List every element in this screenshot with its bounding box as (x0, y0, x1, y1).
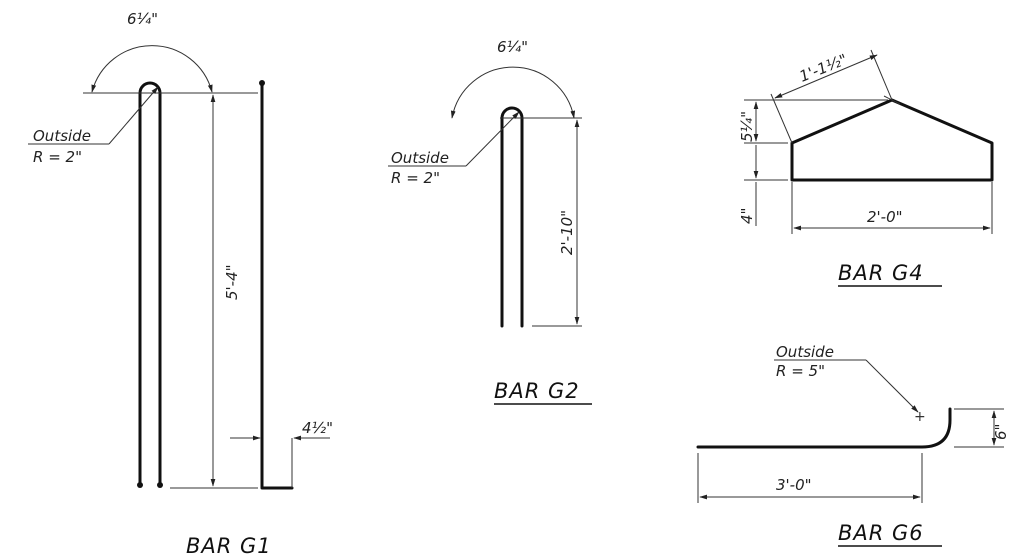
bar-g2-arc-dim (450, 66, 576, 119)
bar-g2-height-label: 2'-10" (558, 210, 576, 255)
bar-g2-title: BAR G2 (494, 379, 580, 403)
bar-g4-shape (790, 98, 994, 182)
bar-g6-title: BAR G6 (838, 521, 924, 545)
bar-g1-arc-dim-label: 6¼" (127, 10, 158, 28)
bar-g1: 6¼" Outside R = 2" 5'-4" 4½" BAR G1 (28, 10, 333, 558)
bar-g1-end-dot (259, 80, 265, 86)
bar-g6-radius-leader (865, 359, 919, 413)
bar-g1-radius-leader (108, 86, 159, 145)
bar-g1-offset-label: 4½" (302, 419, 333, 437)
bar-g4-slope-ext (870, 49, 893, 101)
bar-g2: 6¼" Outside R = 2" 2'-10" BAR G2 (388, 38, 592, 405)
bar-g6-hook-label: 6" (992, 424, 1010, 440)
bar-g1-height-label: 5'-4" (223, 264, 241, 300)
bar-g1-end-dot (137, 482, 143, 488)
bar-g4-peak-mark (883, 95, 901, 105)
bar-g1-straight-bar (260, 81, 294, 490)
bar-g4-title: BAR G4 (838, 261, 924, 285)
bar-g4-side-label: 4" (738, 208, 756, 224)
bar-g6-shape (696, 407, 952, 449)
bar-g2-shape (500, 106, 524, 328)
bar-g6-radius-label: Outside (776, 343, 834, 361)
bar-g2-radius-label: R = 2" (391, 169, 440, 187)
bar-g6-center-mark: + (914, 409, 926, 425)
bar-g4-slope-label: 1'-1½" (797, 50, 850, 85)
bar-g4-width-label: 2'-0" (867, 208, 903, 226)
bar-g6: + Outside R = 5" 6" 3'-0" BAR G6 (696, 343, 1010, 547)
bar-g1-arc-dim (91, 45, 213, 93)
bar-g1-radius-label: R = 2" (33, 148, 82, 166)
bar-g4: 1'-1½" 5¼" 4" 2'-0" BAR G4 (738, 49, 994, 287)
bar-g4-slope-dim (774, 54, 878, 99)
bar-g6-radius-label: R = 5" (776, 362, 825, 380)
bar-g1-shape (138, 81, 162, 487)
bar-g4-rise-label: 5¼" (738, 111, 756, 142)
bar-g1-end-dot (157, 482, 163, 488)
bar-g2-arc-dim-label: 6¼" (497, 38, 528, 56)
bar-g2-radius-label: Outside (391, 149, 449, 167)
bar-g1-title: BAR G1 (186, 534, 272, 558)
bar-g1-radius-label: Outside (33, 127, 91, 145)
bar-g6-length-label: 3'-0" (776, 476, 812, 494)
bar-g4-slope-ext (770, 93, 793, 144)
bar-g2-radius-leader (465, 111, 520, 167)
